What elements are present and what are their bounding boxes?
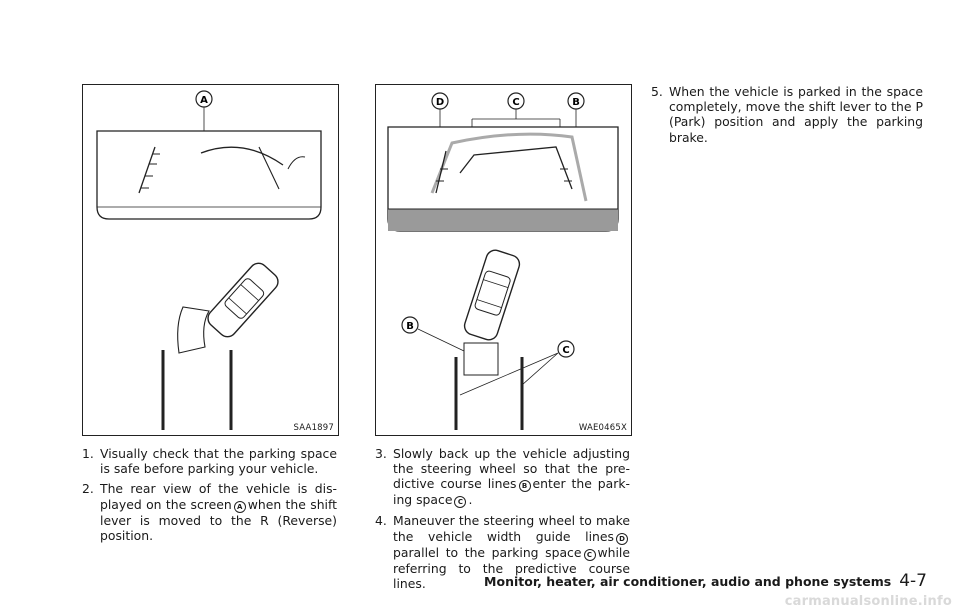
guide-line-right <box>258 146 280 190</box>
step-number: 3. <box>375 446 387 461</box>
step-3: 3. Slowly back up the vehicle adjusting … <box>375 446 630 509</box>
path-arrow <box>177 306 210 354</box>
figure-saa1897: A SAA1897 <box>82 84 339 436</box>
width-guide-lines <box>430 132 588 202</box>
page-footer: Monitor, heater, air conditioner, audio … <box>484 571 927 591</box>
figure-code: WAE0465X <box>578 423 627 433</box>
step-5: 5. When the vehicle is parked in the spa… <box>651 84 923 145</box>
vehicle-top-view <box>463 249 521 341</box>
steps-column-1: 1. Visually check that the parking space… <box>82 446 337 548</box>
page-number: 4-7 <box>899 571 927 591</box>
step-text-end: while referring to the predictive course… <box>393 544 630 591</box>
figure-wae0465x: D C B B C WAE0465X <box>375 84 632 436</box>
step-number: 2. <box>82 481 94 497</box>
callout-ref-d: D <box>616 532 628 545</box>
figure-2-illustration: D C B B C <box>387 92 619 430</box>
callout-b2-leader <box>417 328 465 352</box>
step-number: 1. <box>82 446 94 461</box>
step-text-end: . <box>468 492 473 508</box>
callout-c2-leaders <box>459 352 559 396</box>
step-text: When the vehicle is parked in the space … <box>669 84 923 145</box>
course-line <box>200 146 284 166</box>
guide-line-left <box>138 146 156 194</box>
watermark: carmanualsonline.info <box>784 594 952 609</box>
callout-b2-label: B <box>406 321 414 332</box>
monitor-curb <box>287 156 306 170</box>
step-text-mid: enter the park-ing space <box>393 476 630 508</box>
step-text-end: when the shift lever is moved to the R (… <box>100 496 337 543</box>
callout-b2-circle <box>401 316 419 334</box>
guide-ticks-left <box>141 153 160 189</box>
step-1: 1. Visually check that the parking space… <box>82 446 337 476</box>
monitor-bumper <box>388 209 618 231</box>
callout-ref-b: B <box>518 480 531 493</box>
callout-b-label: B <box>572 97 580 108</box>
step-text-mid: parallel to the parking space <box>393 544 582 560</box>
monitor-screen <box>96 130 322 220</box>
callout-ref-a: A <box>233 500 246 513</box>
figure-1-illustration: A <box>96 90 322 430</box>
callout-c2-label: C <box>562 345 569 356</box>
steps-column-2: 3. Slowly back up the vehicle adjusting … <box>375 446 630 596</box>
guide-ticks <box>436 168 572 182</box>
step-2: 2. The rear view of the vehicle is dis-p… <box>82 481 337 543</box>
callout-a-label: A <box>200 95 208 106</box>
callout-ref-c: C <box>454 496 467 509</box>
figure-code: SAA1897 <box>293 423 334 433</box>
footer-section-title: Monitor, heater, air conditioner, audio … <box>484 574 892 589</box>
step-text: The rear view of the vehicle is dis-play… <box>100 481 337 512</box>
step-4: 4. Maneuver the steering wheel to make t… <box>375 513 630 591</box>
steps-column-3: 5. When the vehicle is parked in the spa… <box>651 84 923 150</box>
callout-c-label: C <box>512 97 519 108</box>
course-lines <box>435 146 573 194</box>
callout-c2-circle <box>557 340 575 358</box>
step-text: Slowly back up the vehicle adjusting the… <box>393 446 630 492</box>
step-number: 4. <box>375 513 387 529</box>
vehicle-top-view <box>207 262 279 338</box>
step-text: Visually check that the parking space is… <box>100 446 337 477</box>
step-text: Maneuver the steering wheel to make the … <box>393 513 630 544</box>
callout-d-label: D <box>436 97 444 108</box>
predictive-box <box>463 342 499 376</box>
callout-ref-c: C <box>583 548 596 561</box>
step-number: 5. <box>651 84 663 99</box>
